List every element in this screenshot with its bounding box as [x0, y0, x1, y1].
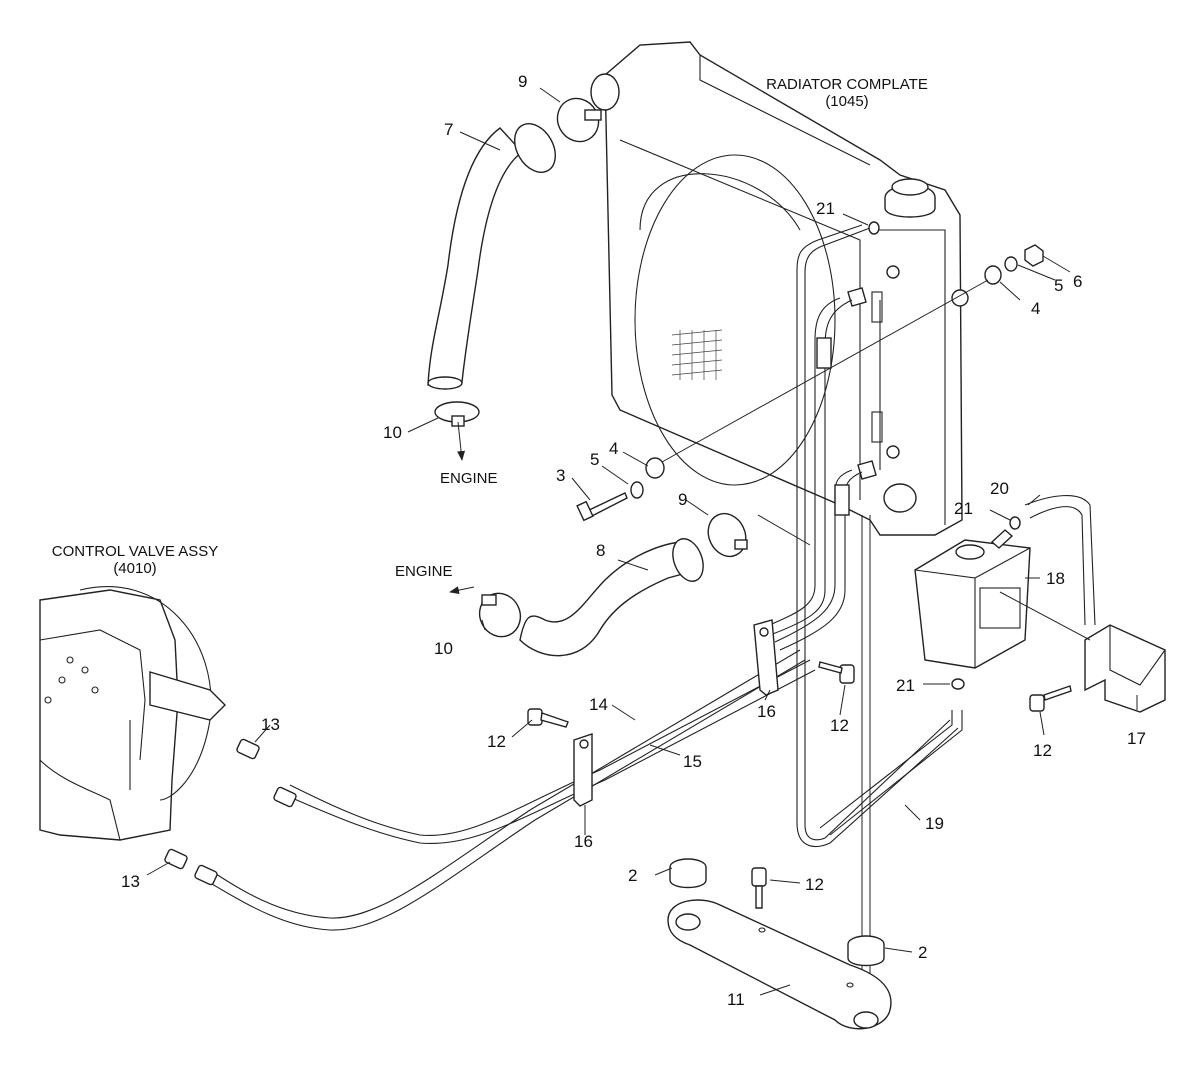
upper-radiator-hose: [427, 123, 556, 390]
callout-19: 19: [925, 814, 944, 833]
callout-21-tank-top: 21: [954, 499, 973, 518]
callout-21-upper: 21: [816, 199, 835, 218]
callout-12-left: 12: [487, 732, 506, 751]
bolt-lower: [751, 867, 767, 909]
callout-9-upper: 9: [518, 72, 528, 91]
callout-12-tank: 12: [1033, 741, 1052, 760]
pipe-bracket-left: [573, 733, 593, 807]
callout-16-left: 16: [574, 832, 593, 851]
control-valve-title-name: CONTROL VALVE ASSY: [51, 543, 219, 560]
pipe-bracket-right: [753, 619, 779, 696]
callout-11: 11: [727, 990, 745, 1009]
control-valve-title: CONTROL VALVE ASSY (4010): [30, 543, 240, 578]
callout-14: 14: [589, 695, 608, 714]
control-valve-title-code: (4010): [113, 560, 157, 578]
radiator-cap: [884, 178, 936, 218]
callout-17: 17: [1127, 729, 1146, 748]
overflow-hose: [1024, 494, 1096, 626]
hose-clamp-upper: [556, 97, 602, 143]
control-valve-assembly: [39, 586, 226, 841]
leader-lines: [146, 87, 1138, 996]
callout-3: 3: [556, 466, 566, 485]
fitting-lower: [164, 848, 188, 870]
bolt-left: [527, 708, 569, 728]
mount-rubber-right: [847, 935, 885, 967]
cooler-pipe-15: [194, 649, 806, 931]
callout-8: 8: [596, 541, 606, 560]
radiator-title-name: RADIATOR COMPLATE: [766, 76, 928, 93]
radiator-core-hatch: [671, 329, 723, 380]
washers-rear: [984, 244, 1044, 285]
callout-13-lower: 13: [121, 872, 140, 891]
bolt-right: [818, 661, 855, 684]
hose-clamp-engine-upper: [434, 401, 480, 427]
callout-5-rear: 5: [1054, 276, 1064, 295]
engine-label-lower: ENGINE: [395, 563, 453, 580]
reservoir-tank: [914, 529, 1031, 669]
engine-label-upper: ENGINE: [440, 470, 498, 487]
callout-2-left: 2: [628, 866, 638, 885]
callout-13-upper: 13: [261, 715, 280, 734]
callout-7: 7: [444, 120, 454, 139]
callout-12-lower: 12: [805, 875, 824, 894]
seal-upper: [868, 221, 880, 235]
callout-20: 20: [990, 479, 1009, 498]
callout-9-lower: 9: [678, 490, 688, 509]
radiator-title: RADIATOR COMPLATE (1045): [747, 76, 947, 111]
seal-tank-bottom: [951, 678, 965, 690]
callout-15: 15: [683, 752, 702, 771]
washers-front: [630, 457, 665, 499]
tank-bracket: [1084, 624, 1166, 713]
hose-clamp-engine-lower: [478, 592, 522, 638]
callout-2-right: 2: [918, 943, 928, 962]
callout-6: 6: [1073, 272, 1083, 291]
callout-5-front: 5: [590, 450, 600, 469]
cooler-line-radiator: [764, 224, 959, 1000]
callout-10-upper: 10: [383, 423, 402, 442]
callout-18: 18: [1046, 569, 1065, 588]
mount-bracket: [667, 899, 892, 1030]
fitting-upper: [236, 738, 260, 760]
callout-4-front: 4: [609, 439, 619, 458]
callout-21-tank-bottom: 21: [896, 676, 915, 695]
radiator-assembly: [590, 41, 969, 536]
seal-tank-top: [1009, 516, 1021, 530]
callout-4-rear: 4: [1031, 299, 1041, 318]
radiator-title-code: (1045): [825, 93, 869, 111]
mount-bolt: [576, 492, 628, 522]
hose-clamp-lower: [707, 512, 748, 558]
drain-hose: [819, 710, 963, 836]
callout-12-right: 12: [830, 716, 849, 735]
callout-16-right: 16: [757, 702, 776, 721]
callout-10-lower: 10: [434, 639, 453, 658]
bolt-tank: [1029, 685, 1072, 712]
mount-rubber-left: [669, 858, 707, 889]
lower-radiator-hose: [519, 538, 704, 657]
cooler-pipe-14: [273, 659, 816, 845]
